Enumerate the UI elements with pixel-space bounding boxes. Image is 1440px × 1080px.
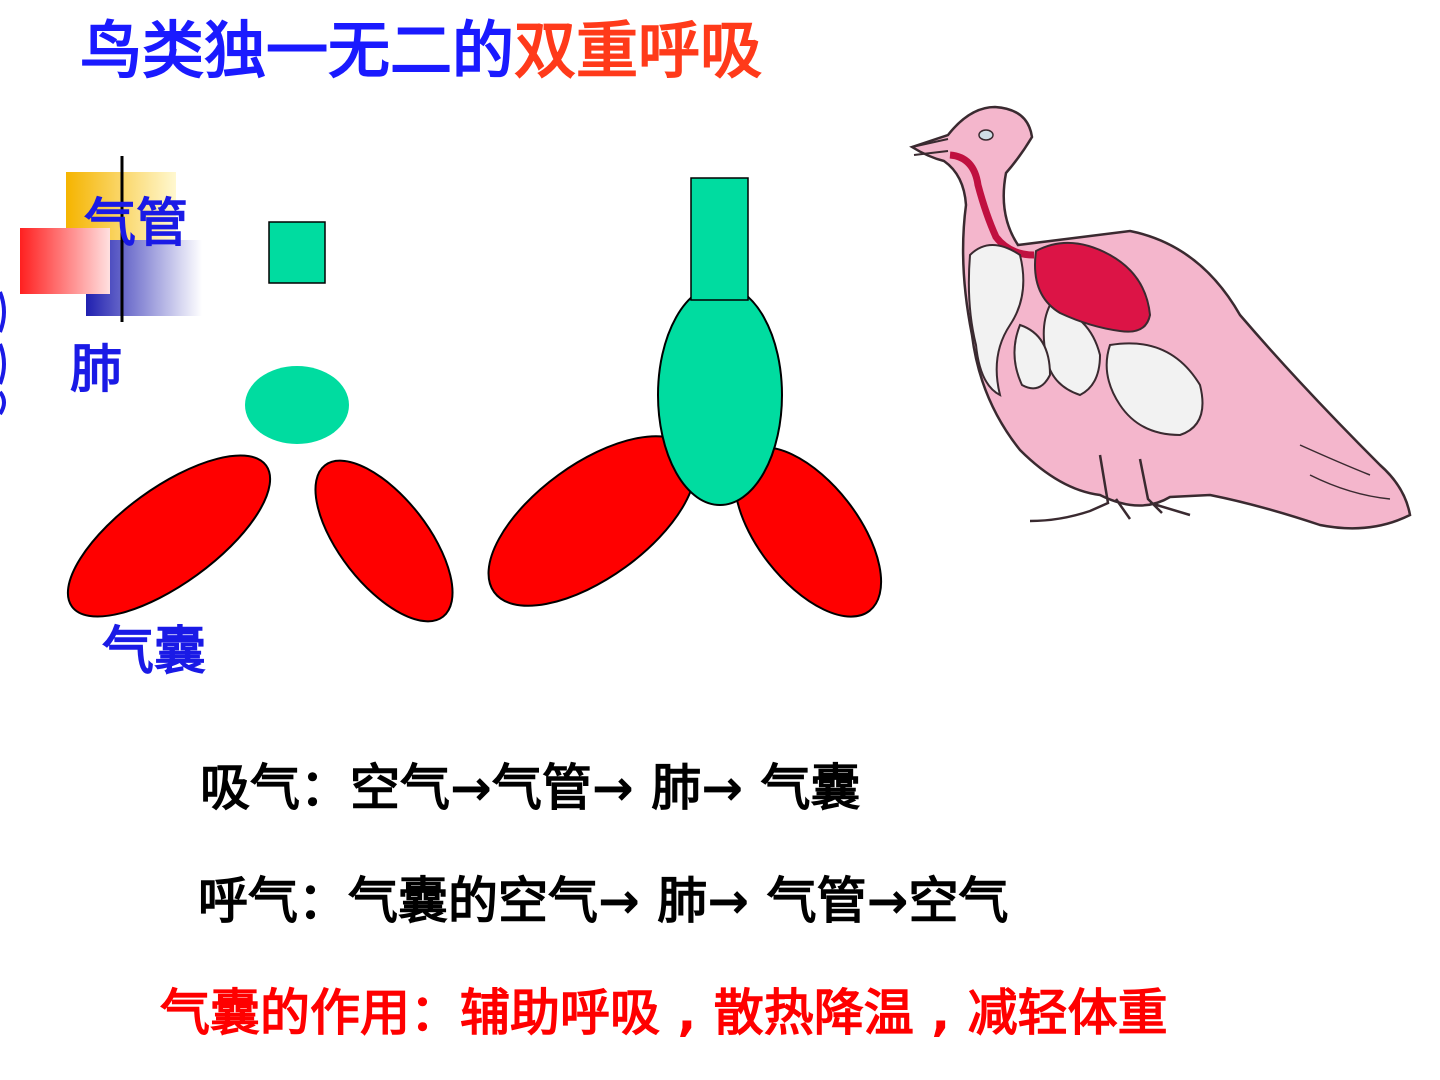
air-sac-left-2 <box>314 459 454 623</box>
label-air-sac: 气囊 <box>102 622 207 682</box>
bird-air-sac-mid <box>1042 303 1102 397</box>
bird-legs <box>1029 454 1191 523</box>
right-edge-mask <box>886 100 900 640</box>
inhale-line: 吸气：空气→气管→ 肺→ 气囊 <box>200 759 861 817</box>
slide-title: 鸟类独一无二的双重呼吸 <box>80 14 762 88</box>
lung-circle-left <box>245 366 349 444</box>
lung-oval-right <box>657 284 783 506</box>
bird-respiratory-system-illustration <box>909 105 1412 530</box>
bird-body <box>909 105 1412 530</box>
trachea-block-right <box>690 177 749 301</box>
bird-eye <box>978 129 994 141</box>
air-sac-function-line: 气囊的作用：辅助呼吸 , 散热降温 , 减轻体重 <box>160 984 1168 1042</box>
bird-air-sac-rear <box>1105 342 1204 437</box>
title-red-part: 双重呼吸 <box>514 14 763 87</box>
left-edge-fragment <box>0 291 6 416</box>
bird-tail-lines <box>1299 444 1391 500</box>
bird-lung <box>1034 241 1152 333</box>
label-lung: 肺 <box>70 340 123 400</box>
bird-air-sac-front <box>967 244 1025 397</box>
label-trachea: 气管 <box>84 194 189 254</box>
air-sac-left-1 <box>66 454 272 618</box>
trachea-block-left <box>268 221 326 284</box>
title-blue-part: 鸟类独一无二的 <box>80 14 515 87</box>
bird-beak <box>911 138 949 156</box>
bird-air-sac-small <box>1013 323 1052 390</box>
exhale-line: 呼气：气囊的空气→ 肺→ 气管→空气 <box>198 872 1009 930</box>
